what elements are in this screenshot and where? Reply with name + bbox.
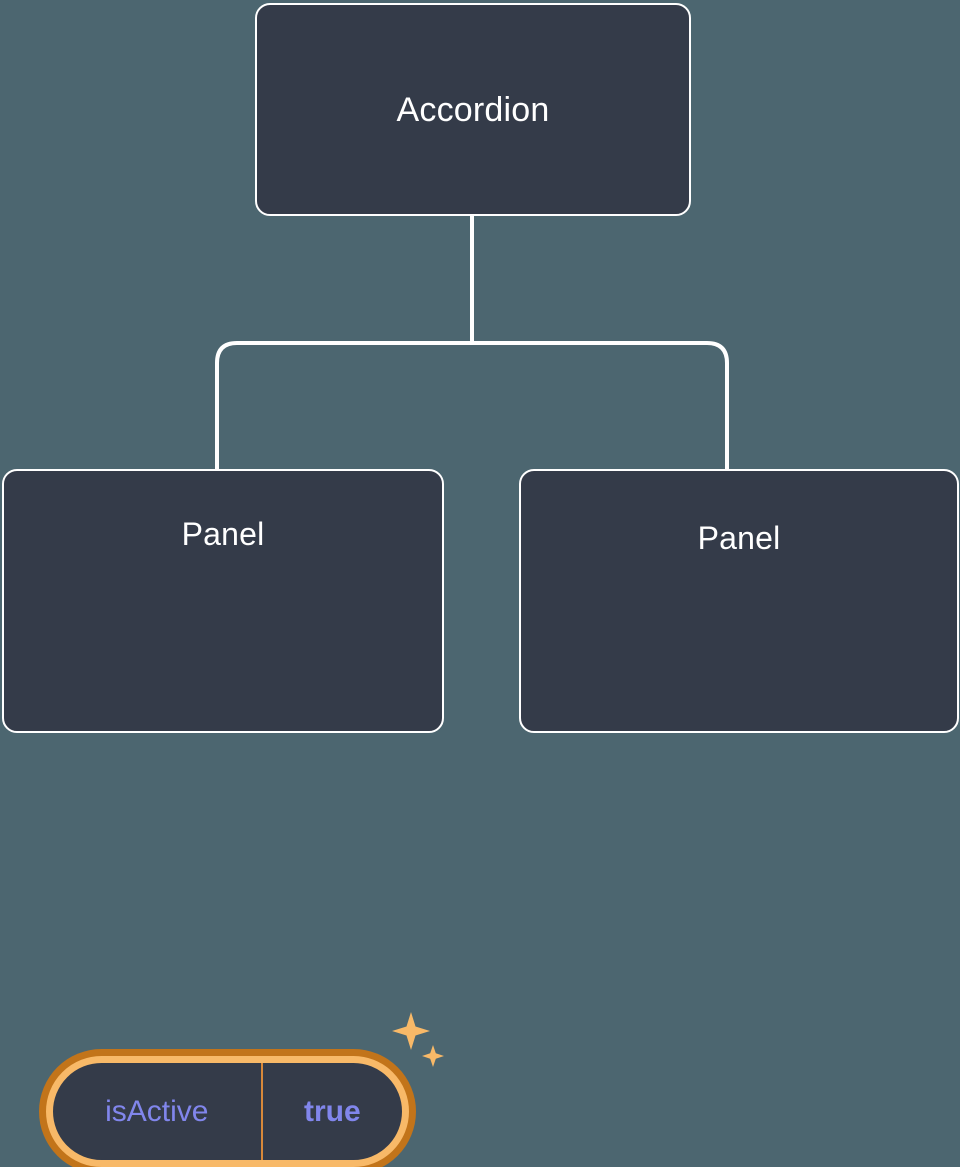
- sparkle-small-icon: [422, 1045, 444, 1067]
- node-accordion[interactable]: Accordion: [255, 3, 691, 216]
- edge-branch-bar: [215, 341, 729, 471]
- node-panel-right[interactable]: Panel isActive false: [519, 469, 959, 733]
- component-tree-diagram: Accordion Panel isActive true Panel isAc…: [2, 3, 959, 1167]
- prop-pill-isactive-true[interactable]: isActive true: [46, 1056, 409, 1167]
- node-accordion-title: Accordion: [396, 91, 550, 129]
- sparkle-large-icon: [392, 1012, 430, 1050]
- node-panel-left[interactable]: Panel isActive true: [2, 469, 444, 1167]
- node-panel-right-title: Panel: [697, 520, 781, 556]
- node-panel-left-title: Panel: [181, 516, 265, 552]
- prop-key-label: isActive: [105, 1094, 209, 1128]
- prop-value-label: true: [260, 1063, 402, 1160]
